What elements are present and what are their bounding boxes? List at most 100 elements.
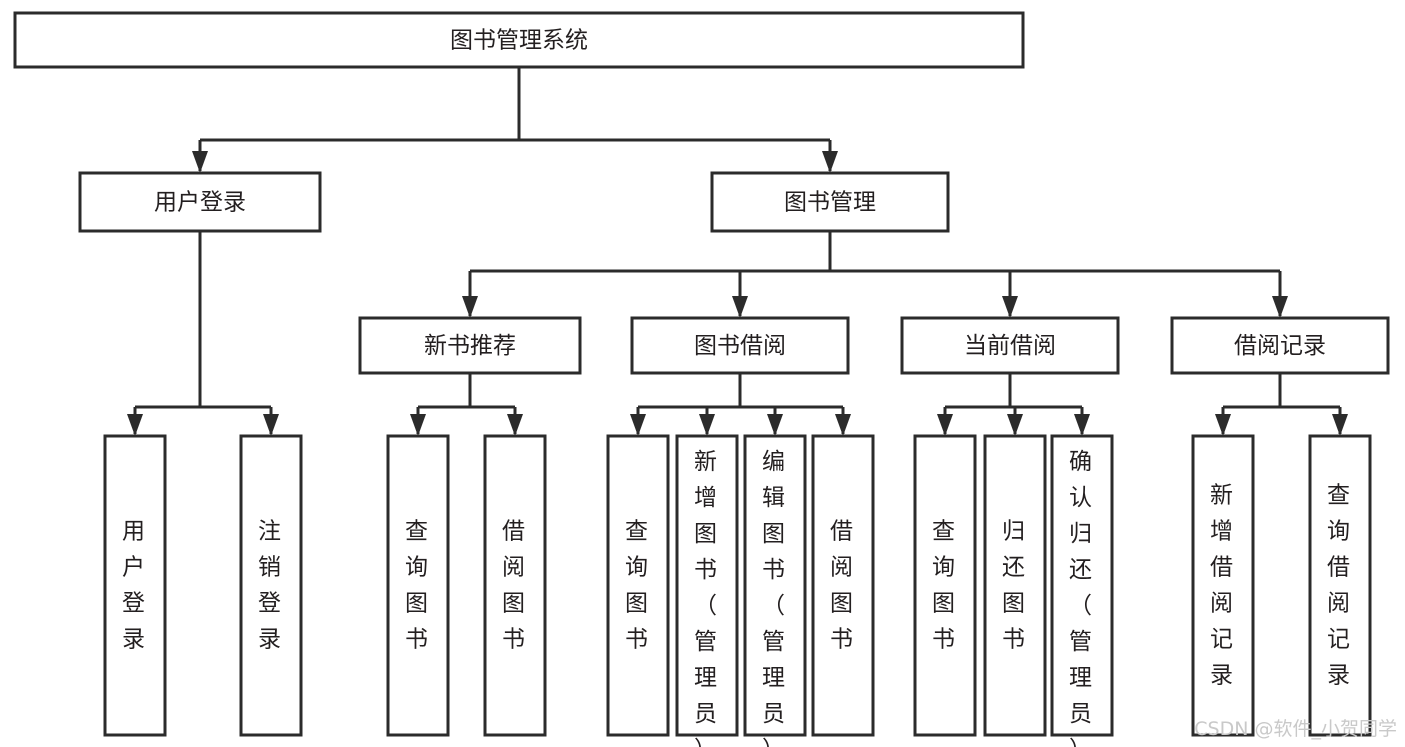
node-查询图书[interactable]: 查询图书: [913, 434, 977, 737]
node-box[interactable]: [386, 434, 450, 737]
node-label: 编辑图书（管理员）: [762, 449, 788, 747]
node-label: 归还图书: [1002, 518, 1028, 652]
node-box[interactable]: [78, 171, 322, 233]
connector-layer: [127, 67, 1348, 436]
node-layer: 图书管理系统用户登录图书管理新书推荐图书借阅当前借阅借阅记录用户登录注销登录查询…: [13, 11, 1390, 747]
node-用户登录[interactable]: 用户登录: [78, 171, 322, 233]
edge-n-user-login-to-l-user-logou: [263, 407, 279, 436]
arrow-head-icon: [1074, 414, 1090, 436]
node-label: 注销登录: [258, 518, 284, 652]
arrow-head-icon: [1007, 414, 1023, 436]
arrow-head-icon: [630, 414, 646, 436]
node-label: 查询图书: [625, 518, 651, 652]
node-借阅图书[interactable]: 借阅图书: [811, 434, 875, 737]
node-box[interactable]: [1308, 434, 1372, 737]
arrow-head-icon: [1215, 414, 1231, 436]
node-label: 确认归还（管理员）: [1069, 449, 1095, 747]
node-查询图书[interactable]: 查询图书: [606, 434, 670, 737]
arrow-head-icon: [1002, 296, 1018, 318]
node-box[interactable]: [1191, 434, 1255, 737]
node-box[interactable]: [630, 316, 850, 375]
node-box[interactable]: [743, 434, 807, 737]
node-label: 借阅记录: [1234, 333, 1326, 359]
node-label: 新增借阅记录: [1210, 482, 1236, 688]
arrow-head-icon: [937, 414, 953, 436]
node-box[interactable]: [1050, 434, 1114, 737]
node-box[interactable]: [811, 434, 875, 737]
node-借阅记录[interactable]: 借阅记录: [1170, 316, 1390, 375]
node-编辑图书管理员[interactable]: 编辑图书（管理员）: [743, 434, 807, 747]
node-box[interactable]: [710, 171, 950, 233]
edge-n-book-manag-to-n-current-bo: [1002, 271, 1018, 318]
edge-n-borrow-rec-to-l-br-query-r: [1332, 407, 1348, 436]
node-box[interactable]: [1170, 316, 1390, 375]
node-box[interactable]: [900, 316, 1120, 375]
node-box[interactable]: [103, 434, 167, 737]
node-图书借阅[interactable]: 图书借阅: [630, 316, 850, 375]
edge-n-user-login-to-l-user-login: [127, 407, 143, 436]
connector-bus-new-book-rec: [418, 373, 515, 409]
arrow-head-icon: [1272, 296, 1288, 318]
node-label: 借阅图书: [830, 518, 856, 652]
node-label: 图书借阅: [694, 333, 786, 359]
arrow-head-icon: [767, 414, 783, 436]
node-图书管理[interactable]: 图书管理: [710, 171, 950, 233]
node-图书管理系统[interactable]: 图书管理系统: [13, 11, 1025, 69]
node-label: 图书管理系统: [450, 28, 588, 54]
node-新增图书管理员[interactable]: 新增图书（管理员）: [675, 434, 739, 747]
node-注销登录[interactable]: 注销登录: [239, 434, 303, 737]
edge-n-book-manag-to-n-book-borro: [732, 271, 748, 318]
connector-bus-borrow-record: [1223, 373, 1340, 409]
node-box[interactable]: [13, 11, 1025, 69]
node-确认归还管理员[interactable]: 确认归还（管理员）: [1050, 434, 1114, 747]
node-label: 图书管理: [784, 190, 876, 216]
node-label: 查询图书: [405, 518, 431, 652]
node-box[interactable]: [913, 434, 977, 737]
node-label: 用户登录: [154, 190, 246, 216]
node-查询借阅记录[interactable]: 查询借阅记录: [1308, 434, 1372, 737]
edge-n-book-borro-to-l-bb-add-boo: [699, 407, 715, 436]
node-box[interactable]: [239, 434, 303, 737]
edge-n-book-manag-to-n-borrow-rec: [1272, 271, 1288, 318]
node-box[interactable]: [983, 434, 1047, 737]
edge-n-current-bo-to-l-cb-return-: [1007, 407, 1023, 436]
node-当前借阅[interactable]: 当前借阅: [900, 316, 1120, 375]
node-box[interactable]: [483, 434, 547, 737]
arrow-head-icon: [192, 151, 208, 173]
edge-n-book-borro-to-l-bb-borrow-: [835, 407, 851, 436]
connector-bus-root: [200, 67, 830, 142]
connector-bus-book-manage: [470, 231, 1280, 273]
edge-n-new-book-r-to-l-rec-borrow: [507, 407, 523, 436]
edge-n-current-bo-to-l-cb-confirm: [1074, 407, 1090, 436]
node-label: 新增图书（管理员）: [694, 449, 720, 747]
edge-n-book-borro-to-l-bb-query-b: [630, 407, 646, 436]
node-用户登录[interactable]: 用户登录: [103, 434, 167, 737]
node-box[interactable]: [606, 434, 670, 737]
node-新增借阅记录[interactable]: 新增借阅记录: [1191, 434, 1255, 737]
node-归还图书[interactable]: 归还图书: [983, 434, 1047, 737]
edge-n-book-manag-to-n-new-book-r: [462, 271, 478, 318]
connector-bus-book-borrow: [638, 373, 843, 409]
arrow-head-icon: [835, 414, 851, 436]
node-查询图书[interactable]: 查询图书: [386, 434, 450, 737]
node-box[interactable]: [358, 316, 582, 375]
connector-bus-user-login: [135, 231, 271, 409]
edge-n-book-borro-to-l-bb-edit-bo: [767, 407, 783, 436]
edge-n-current-bo-to-l-cb-query-b: [937, 407, 953, 436]
node-label: 当前借阅: [964, 333, 1056, 359]
edge-n-new-book-r-to-l-rec-query-: [410, 407, 426, 436]
node-label: 查询图书: [932, 518, 958, 652]
node-借阅图书[interactable]: 借阅图书: [483, 434, 547, 737]
node-新书推荐[interactable]: 新书推荐: [358, 316, 582, 375]
node-label: 借阅图书: [502, 518, 528, 652]
arrow-head-icon: [1332, 414, 1348, 436]
arrow-head-icon: [699, 414, 715, 436]
arrow-head-icon: [127, 414, 143, 436]
arrow-head-icon: [462, 296, 478, 318]
edge-n-borrow-rec-to-l-br-add-rec: [1215, 407, 1231, 436]
arrow-head-icon: [410, 414, 426, 436]
node-label: 新书推荐: [424, 333, 516, 359]
node-box[interactable]: [675, 434, 739, 737]
arrow-head-icon: [263, 414, 279, 436]
